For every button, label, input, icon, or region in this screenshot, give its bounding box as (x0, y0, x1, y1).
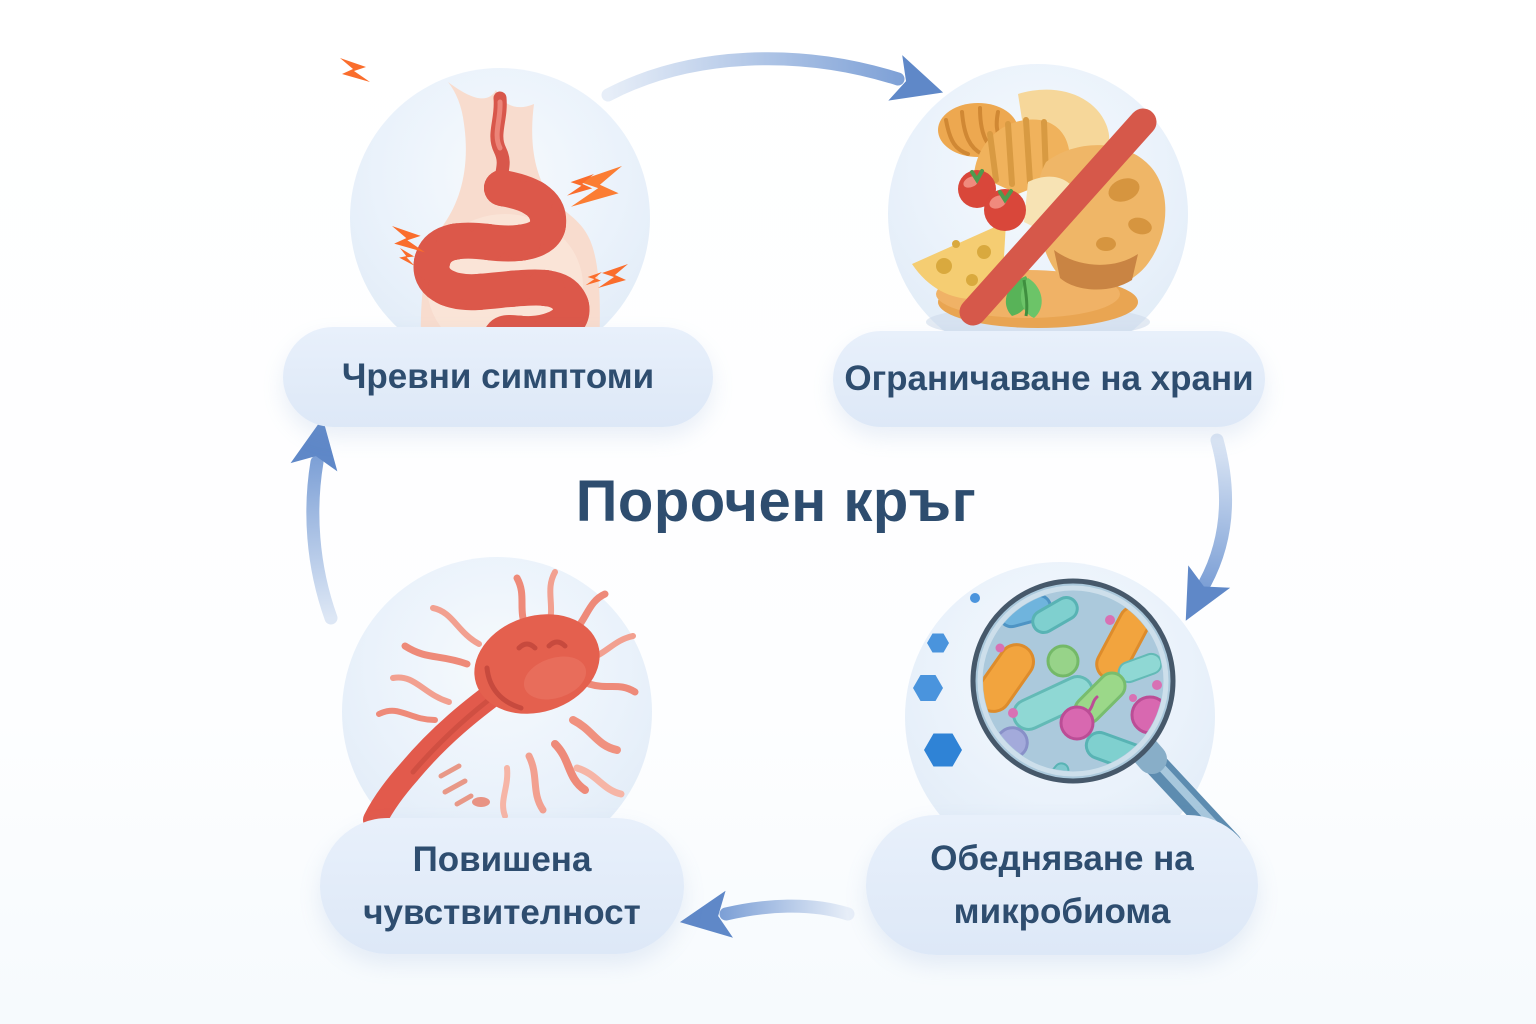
tomato-icon (958, 169, 1026, 231)
prohibition-slash-icon (959, 108, 1157, 326)
label-text: Чревни симптоми (341, 357, 655, 396)
irritation-dot (472, 797, 490, 807)
hexagon-icons (913, 593, 980, 767)
arrow-microbiome-to-sensitivity-icon (676, 890, 855, 946)
pain-spark-icon (340, 58, 628, 288)
cheese-wedge-icon (912, 222, 1006, 299)
sensitized-nerve-icon (342, 557, 652, 867)
holed-bread-icon (1036, 145, 1166, 290)
label-text-line2: микробиома (953, 892, 1171, 931)
label-text-line2: чувствителност (363, 893, 641, 932)
restricted-foods-icon (888, 64, 1188, 364)
node-label-food-restriction: Ограничаване на храни (833, 331, 1265, 427)
microbiome-magnifier-icon (905, 562, 1242, 872)
nerve-cell-body (474, 614, 600, 714)
node-label-microbiome-impoverishment: Обедняване на микробиома (866, 815, 1258, 955)
node-label-intestinal-symptoms: Чревни симптоми (283, 327, 713, 427)
diagram-title: Порочен кръг (575, 469, 977, 534)
label-text-line1: Повишена (412, 839, 592, 879)
irritation-marks (438, 763, 474, 807)
node-label-increased-sensitivity: Повишена чувствителност (320, 818, 684, 954)
label-text: Ограничаване на храни (844, 359, 1254, 398)
label-text-line1: Обедняване на (930, 838, 1194, 878)
